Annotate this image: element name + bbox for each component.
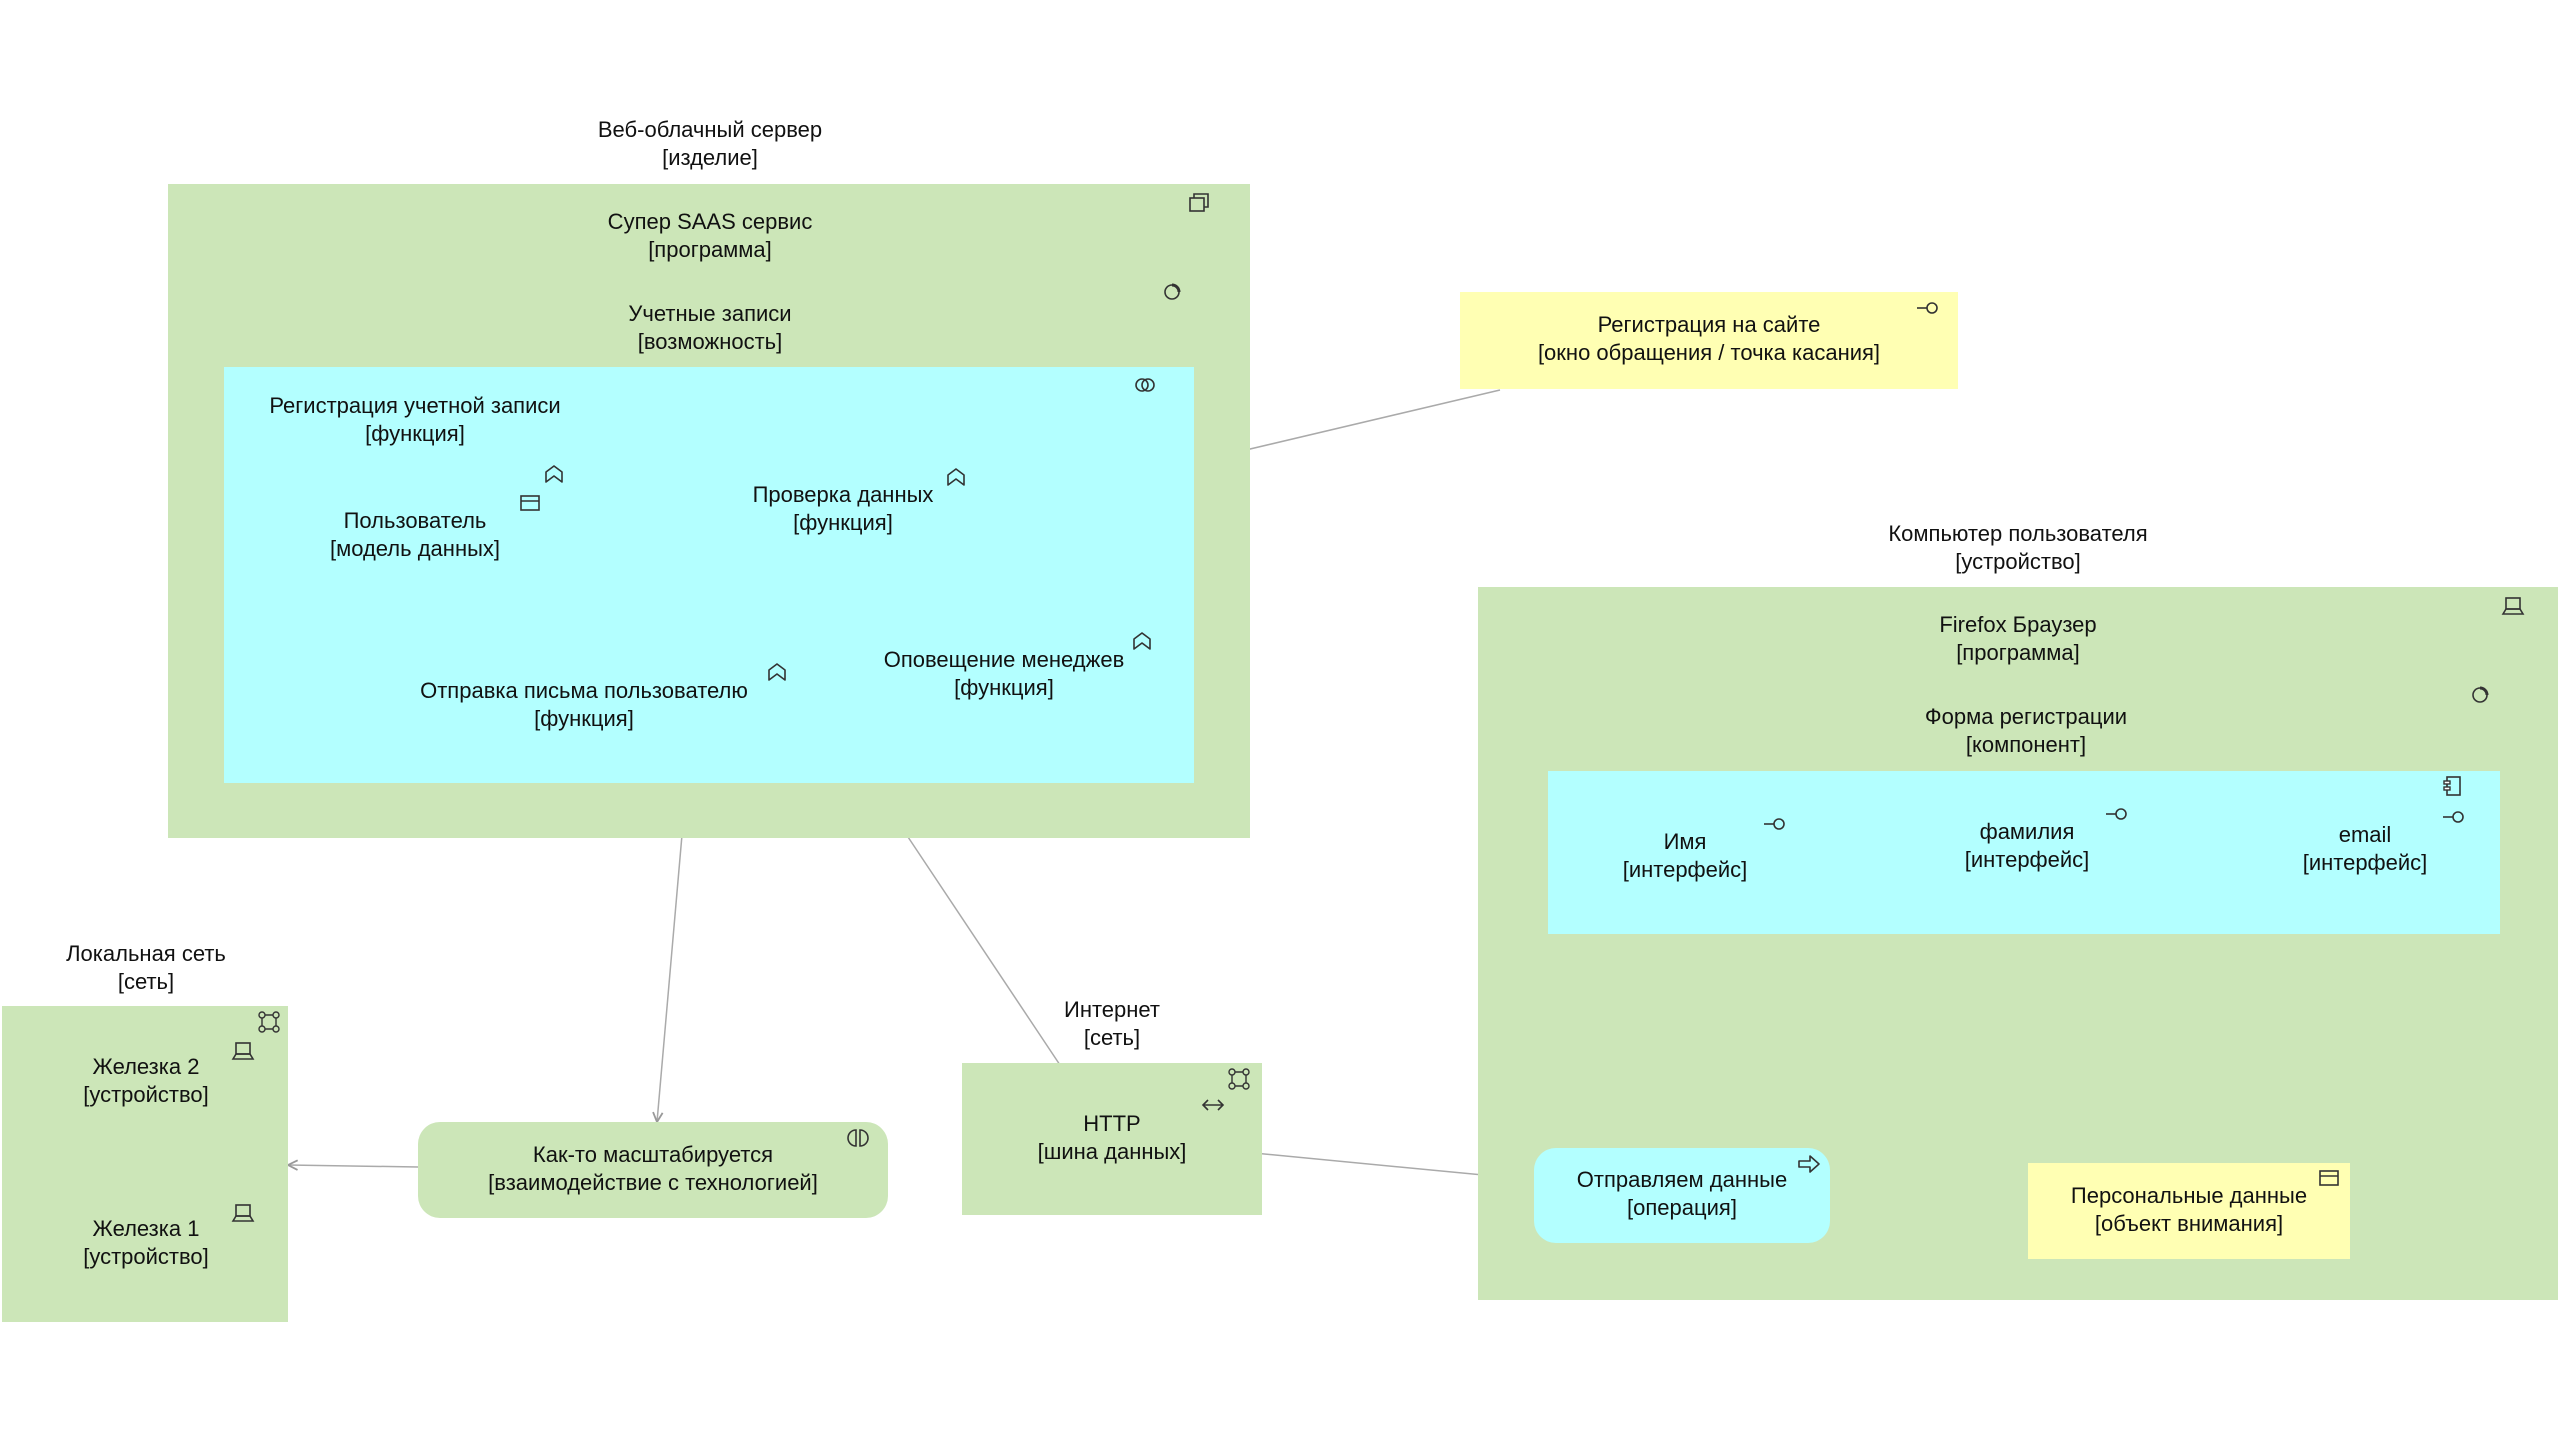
local-network-label: Локальная сеть [сеть] [66,941,226,994]
collaboration-icon [1132,372,1158,398]
check-data-label[interactable]: Проверка данных [функция] [752,482,934,535]
surname-interface-label[interactable]: фамилия [интерфейс] [1964,819,2090,872]
scaling-interaction-node[interactable] [418,1122,888,1218]
send-mail-label[interactable]: Отправка письма пользователю [функция] [420,678,748,731]
data-object-icon [517,490,543,516]
function-icon [1129,629,1155,655]
data-bus-icon [1200,1092,1226,1118]
function-icon [943,465,969,491]
send-data-label: Отправляем данные [операция] [1576,1167,1788,1220]
reg-form-component[interactable] [1548,771,2500,934]
function-icon [764,660,790,686]
name-interface-label[interactable]: Имя [интерфейс] [1622,829,1748,882]
reg-form-label: Форма регистрации [компонент] [1924,704,2128,757]
user-computer-label: Компьютер пользователя [устройство] [1888,521,2148,574]
send-data-operation[interactable] [1534,1148,1830,1243]
capability-icon [2467,682,2493,708]
function-icon [541,462,567,488]
web-server-label: Веб-облачный сервер [изделие] [597,117,823,170]
interface-icon [1915,295,1941,321]
personal-data-node[interactable] [2028,1163,2350,1259]
site-registration-node[interactable] [1460,292,1958,389]
accounts-function-area[interactable] [224,367,1194,783]
interface-icon [2104,801,2130,827]
notify-manager-label[interactable]: Оповещение менеджев [функция] [883,647,1125,700]
internet-label: Интернет [сеть] [1064,997,1160,1050]
process-icon [1796,1151,1822,1177]
network-icon [1226,1066,1252,1092]
personal-data-label: Персональные данные [объект внимания] [2070,1183,2308,1236]
device-icon [2500,593,2526,619]
connector-scaling-to-localnet[interactable] [288,1165,419,1167]
device-icon [230,1200,256,1226]
http-label[interactable]: HTTP [шина данных] [1037,1111,1187,1164]
interaction-icon [845,1125,871,1151]
interface-icon [1762,811,1788,837]
interface-icon [2441,804,2467,830]
internet-network-node[interactable] [962,1063,1262,1215]
scaling-label: Как-то масштабируется [взаимодействие с … [488,1142,818,1195]
accounts-label: Учетные записи [возможность] [628,301,792,354]
network-icon [256,1009,282,1035]
local-network-node[interactable] [2,1006,288,1322]
artifact-icon [1186,190,1212,216]
site-registration-label: Регистрация на сайте [окно обращения / т… [1537,312,1881,365]
firefox-label: Firefox Браузер [программа] [1939,612,2097,665]
saas-label: Супер SAAS сервис [программа] [607,209,813,262]
capability-icon [1159,279,1185,305]
email-interface-label[interactable]: email [интерфейс] [2302,822,2428,875]
connector-http-to-server[interactable] [890,810,1079,1093]
user-model-label[interactable]: Пользователь [модель данных] [329,508,501,561]
hardware-1-label[interactable]: Железка 1 [устройство] [83,1216,209,1269]
hardware-2-label[interactable]: Железка 2 [устройство] [83,1054,209,1107]
data-object-icon [2316,1165,2342,1191]
component-icon [2439,773,2465,799]
connector-server-to-scaling[interactable] [657,811,685,1122]
reg-account-label[interactable]: Регистрация учетной записи [функция] [269,393,561,446]
device-icon [230,1038,256,1064]
